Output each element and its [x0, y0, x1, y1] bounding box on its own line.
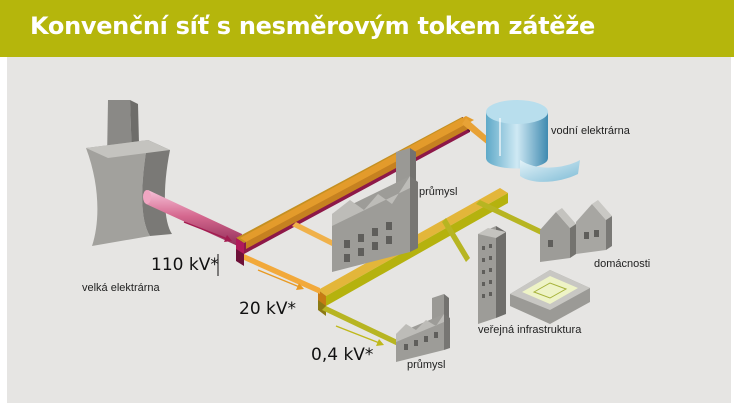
label-households: domácnosti: [594, 258, 651, 270]
public-infrastructure-icon: [478, 226, 590, 324]
label-public-infrastructure: veřejná infrastruktura: [478, 324, 582, 336]
voltage-20kv: 20 kV*: [239, 299, 297, 319]
power-plant-icon: [86, 100, 172, 246]
arrow-04kv: [335, 325, 384, 346]
pipe-110kv-feeder: [143, 190, 242, 248]
arrow-110kv: [183, 221, 232, 242]
industry-top-icon: [332, 148, 418, 272]
label-industry-bottom: průmysl: [407, 359, 446, 371]
label-power-plant: velká elektrárna: [82, 282, 160, 294]
industry-bottom-icon: [396, 294, 450, 362]
title-bar: Konvenční síť s nesměrovým tokem zátěže: [0, 0, 734, 57]
label-hydro-plant: vodní elektrárna: [551, 125, 630, 137]
households-icon: [540, 200, 612, 262]
label-industry-top: průmysl: [419, 186, 458, 198]
page-title: Konvenční síť s nesměrovým tokem zátěže: [30, 12, 595, 40]
voltage-110kv: 110 kV*: [151, 255, 219, 275]
hydro-plant-icon: [486, 100, 580, 182]
voltage-04kv: 0,4 kV*: [311, 345, 374, 365]
arrow-20kv: [257, 269, 304, 290]
